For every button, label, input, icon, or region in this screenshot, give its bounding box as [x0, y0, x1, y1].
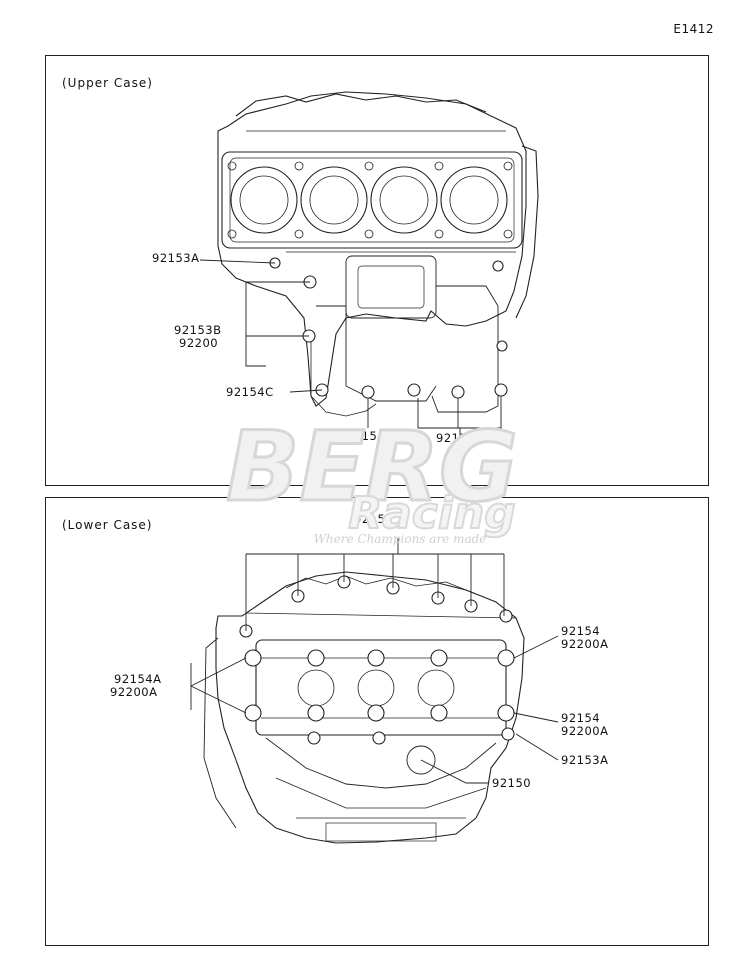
callout-92154-lower: 92154	[561, 711, 601, 725]
callout-92200: 92200	[179, 336, 219, 350]
callout-92153a-lower: 92153A	[561, 753, 609, 767]
callout-92200a-lower: 92200A	[561, 724, 609, 738]
upper-case-panel: (Upper Case)	[45, 55, 709, 486]
callout-92200a-upper: 92200A	[561, 637, 609, 651]
lower-case-panel: (Lower Case)	[45, 497, 709, 946]
lower-case-title: (Lower Case)	[62, 518, 153, 532]
upper-case-title: (Upper Case)	[62, 76, 153, 90]
callout-92153a: 92153A	[152, 251, 200, 265]
callout-92150: 92150	[492, 776, 532, 790]
callout-92153b: 92153B	[174, 323, 222, 337]
diagram-code: E1412	[673, 22, 714, 36]
callout-92154c-right: 92154C	[436, 431, 484, 445]
callout-92154c-left: 92154C	[226, 385, 274, 399]
callout-92154b: 92154B	[346, 429, 394, 443]
upper-case-drawing	[199, 91, 539, 436]
callout-92154a: 92154A	[114, 672, 162, 686]
callout-92154-upper: 92154	[561, 624, 601, 638]
callout-92153: 92153	[354, 512, 394, 526]
lower-case-drawing	[190, 538, 559, 844]
callout-92200a-left: 92200A	[110, 685, 158, 699]
